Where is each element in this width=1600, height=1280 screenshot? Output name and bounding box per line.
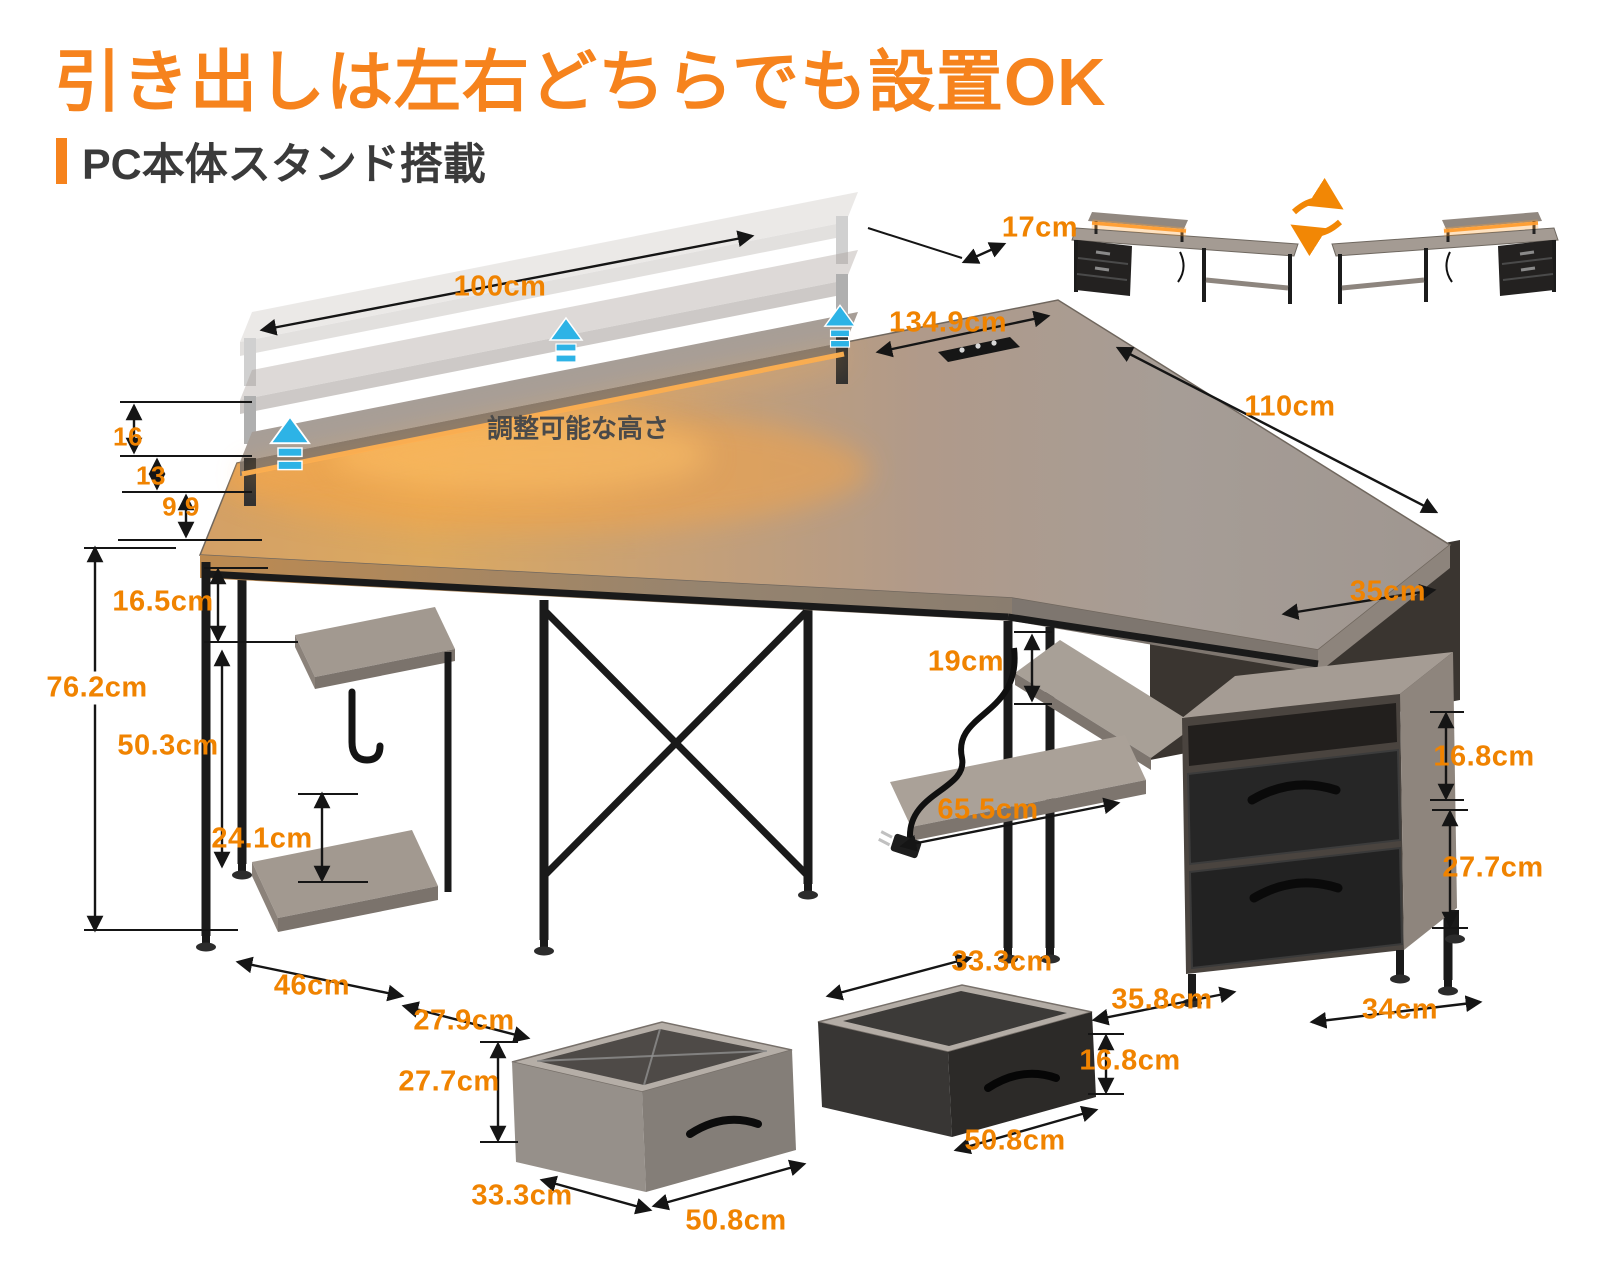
page-title: 引き出しは左右どちらでも設置OK [54, 45, 1107, 120]
monitor-shelf [240, 312, 858, 506]
fabric-drawer-top [1186, 748, 1402, 866]
adjustable-height-note: 調整可能な高さ [486, 413, 670, 444]
left-bottom-shelf [252, 830, 438, 932]
thumbnail-desk-right [1332, 212, 1558, 304]
front-frame-beams [205, 570, 1319, 668]
drawer-cabinet [1182, 652, 1459, 992]
subtitle: PC本体スタンド搭載 [56, 130, 486, 192]
fabric-drawer-bottom [1188, 846, 1404, 970]
dimension-ticks [84, 227, 1468, 1143]
return-lower-shelf [890, 735, 1146, 841]
drawer-handle-icon [1247, 780, 1341, 805]
accent-bar [56, 138, 67, 184]
swap-arrows-icon [1290, 177, 1344, 257]
headphone-hook [348, 688, 384, 764]
dimension-lines [86, 230, 1483, 1215]
drawer-box-right [817, 984, 1096, 1137]
drawer-handle-icon [1249, 878, 1343, 903]
cabinet-open-cubby [1188, 703, 1397, 766]
drawer-box-left [511, 1021, 796, 1192]
drawer-handle-icon [984, 1069, 1060, 1092]
thumbnail-desk-left [1072, 212, 1298, 304]
cross-brace [543, 609, 809, 877]
subtitle-text: PC本体スタンド搭載 [82, 141, 486, 189]
drawer-handle-icon [686, 1115, 762, 1138]
left-upper-shelf [295, 607, 455, 689]
